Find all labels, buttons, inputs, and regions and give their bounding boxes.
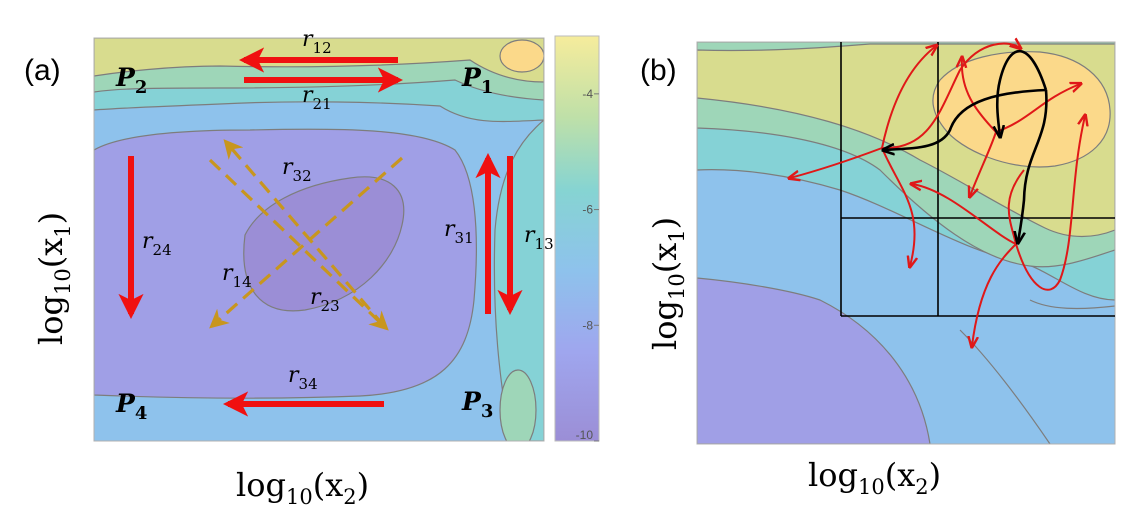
label-r12: r12 — [302, 27, 332, 57]
rate-labels: r12 r21 r13 r31 r24 r34 r14 r23 r32 — [142, 27, 554, 393]
colorbar-tick-label: -6 — [582, 203, 593, 217]
label-r31: r31 — [444, 217, 474, 247]
transition-arrows-dashed — [208, 139, 404, 331]
label-p1: P1 — [461, 63, 493, 98]
panel-a-x-axis-label: log10(x2) — [236, 466, 369, 509]
black-path-2 — [997, 49, 1048, 136]
red-path-6 — [995, 84, 1080, 133]
peak-p1 — [499, 39, 544, 73]
colorbar: -4 -6 -8 -10 — [554, 35, 600, 442]
label-r13: r13 — [524, 223, 554, 253]
panel-a-y-axis-label: log10(x1) — [32, 212, 75, 345]
panel-b: (b) — [640, 41, 1116, 499]
colorbar-ticks: -4 -6 -8 -10 — [576, 87, 599, 442]
black-path-3 — [1018, 89, 1048, 242]
red-path-8 — [912, 184, 1017, 245]
label-r32: r32 — [282, 155, 312, 185]
colorbar-tick-label: -8 — [582, 318, 593, 332]
red-path-2 — [790, 147, 883, 178]
arrow-r23 — [208, 158, 389, 331]
colorbar-tick-label: -4 — [582, 87, 593, 101]
panel-b-tag: (b) — [640, 54, 677, 87]
colorbar-tick-label: -10 — [576, 428, 594, 442]
label-r24: r24 — [142, 229, 172, 259]
panel-b-contour-map — [697, 42, 1115, 444]
black-trajectory — [884, 49, 1048, 242]
panel-a-contour-map — [94, 38, 544, 441]
red-path-10 — [1015, 116, 1085, 291]
label-r23: r23 — [310, 285, 340, 315]
panel-b-y-axis-label: log10(x1) — [646, 217, 689, 350]
panel-b-frame — [696, 41, 1116, 445]
contour-line-b — [1029, 299, 1115, 310]
contour-region-violet-b — [697, 277, 931, 444]
red-path-9 — [972, 243, 1017, 346]
panel-b-x-axis-label: log10(x2) — [808, 456, 941, 499]
transition-arrows-solid — [118, 47, 523, 417]
colorbar-gradient — [554, 35, 600, 442]
label-r34: r34 — [288, 363, 318, 393]
state-labels: P1 P2 P3 P4 — [115, 63, 493, 424]
arrow-r14 — [209, 156, 404, 329]
panel-a-tag: (a) — [24, 54, 61, 87]
red-path-4 — [881, 43, 1020, 150]
panel-a-frame — [93, 37, 545, 442]
label-r14: r14 — [222, 261, 252, 291]
arrow-r32 — [223, 139, 386, 328]
panel-a: (a) -4 -6 -8 -10 — [24, 27, 600, 509]
black-path-1 — [884, 88, 1047, 150]
red-path-1 — [881, 46, 936, 149]
label-r21: r21 — [302, 83, 332, 113]
label-p2: P2 — [115, 63, 147, 98]
red-path-3 — [881, 147, 915, 266]
peak-p3 — [499, 369, 537, 441]
red-path-5 — [962, 58, 997, 133]
contour-region-deep — [243, 176, 405, 312]
label-p4: P4 — [115, 389, 147, 424]
label-p3: P3 — [461, 387, 493, 422]
